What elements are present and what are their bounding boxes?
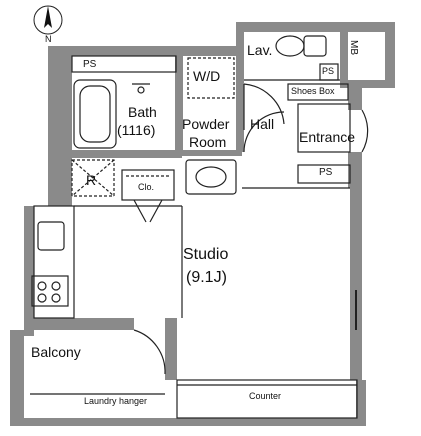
wall-left-kitchen (24, 206, 34, 336)
compass-icon (33, 5, 63, 35)
bath-size-label: (1116) (117, 122, 156, 138)
kitchen-counter (33, 205, 75, 319)
closet-box (121, 169, 175, 201)
interior-lines (30, 35, 369, 419)
toilet-bowl (275, 35, 305, 57)
kitchen-sink (37, 221, 65, 251)
wall-balcony-top (24, 318, 134, 330)
wall-left-upper (48, 46, 72, 206)
walls (10, 22, 395, 426)
wall-entrance-bottom (348, 152, 362, 188)
wall-right (350, 188, 362, 380)
hall-label: Hall (250, 116, 275, 132)
sink-counter (185, 159, 237, 195)
ps-lav-label: PS (322, 66, 335, 76)
wall-top-right (340, 22, 395, 32)
wall-balcony-right (165, 318, 177, 380)
door-arc-lav (243, 83, 285, 125)
wall-lav-left (236, 22, 244, 56)
wall-bath-right (175, 56, 183, 150)
balcony-label: Balcony (31, 344, 81, 360)
counter-label: Counter (249, 391, 282, 401)
wd-label: W/D (193, 68, 221, 84)
closet-label: Clo. (138, 182, 155, 192)
door-arc-balcony (133, 329, 166, 375)
compass-label: N (45, 34, 52, 44)
refrigerator-box (71, 159, 115, 197)
bathtub-inner (79, 85, 111, 143)
wall-mb-left (340, 32, 348, 88)
mb-label: MB (348, 40, 359, 55)
sink-basin (195, 166, 227, 188)
wall-bottom (10, 418, 366, 426)
studio-size-label: (9.1J) (186, 269, 227, 286)
wall-powder-right (236, 56, 244, 152)
stove (31, 275, 69, 307)
wall-powder-bottom (182, 150, 242, 156)
wall-top-left (48, 46, 243, 56)
shower-head (137, 86, 145, 94)
washer-box (187, 57, 235, 99)
closet-doors (133, 199, 163, 223)
wall-top-mid (236, 22, 340, 32)
wall-balcony-left (10, 330, 24, 420)
refrigerator-label: R (86, 172, 97, 188)
door-arc-powder (243, 111, 285, 153)
ps-entrance-label: PS (319, 167, 333, 178)
powder-label-1: Powder (182, 116, 230, 132)
wall-mb-bottom (348, 80, 395, 88)
ps-box (71, 55, 177, 73)
shoes-box (287, 83, 349, 101)
bath-label: Bath (128, 104, 157, 120)
bathtub (73, 79, 117, 149)
entrance-label: Entrance (299, 129, 356, 145)
wall-bath-bottom (72, 150, 182, 158)
powder-label-2: Room (189, 134, 227, 150)
toilet-tank (303, 35, 327, 57)
wall-entrance-top (348, 88, 362, 110)
shoes-box-label: Shoes Box (291, 86, 335, 96)
entrance-floor (297, 103, 351, 153)
wall-right-lower (356, 380, 366, 422)
studio-label: Studio (183, 246, 229, 263)
wall-mb-right (385, 22, 395, 88)
ps-entrance-box (297, 164, 351, 184)
door-arc-entrance (361, 109, 369, 153)
counter-box (176, 379, 358, 419)
laundry-hanger-label: Laundry hanger (84, 396, 148, 406)
ps-top-label: PS (83, 59, 97, 70)
lav-label: Lav. (247, 42, 273, 58)
